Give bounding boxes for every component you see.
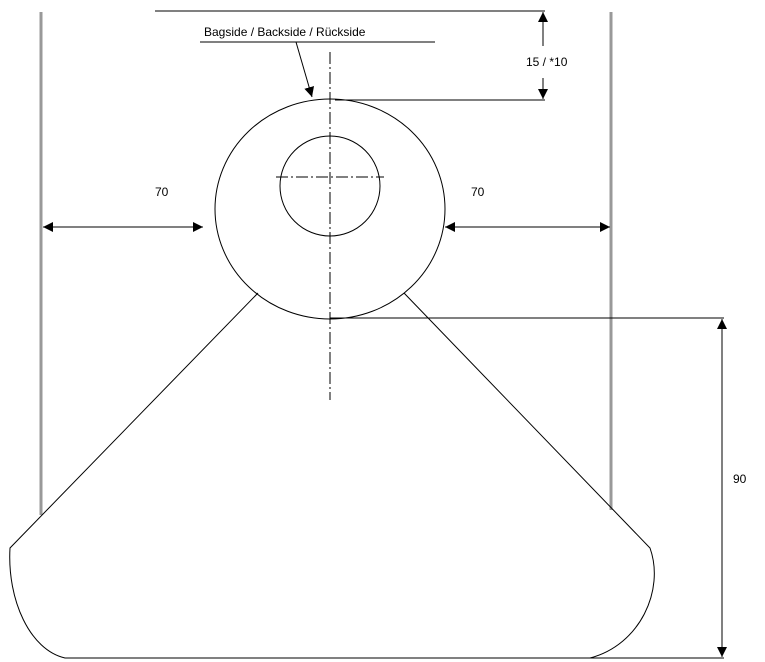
- top-offset-label: 15 / *10: [526, 55, 568, 69]
- height-label: 90: [733, 472, 747, 486]
- note-leader-arrow: [295, 41, 315, 98]
- side-note-label: Bagside / Backside / Rückside: [204, 25, 366, 39]
- part-body-outline: [9, 292, 655, 659]
- right-gap-label: 70: [471, 185, 485, 199]
- left-gap-label: 70: [155, 185, 169, 199]
